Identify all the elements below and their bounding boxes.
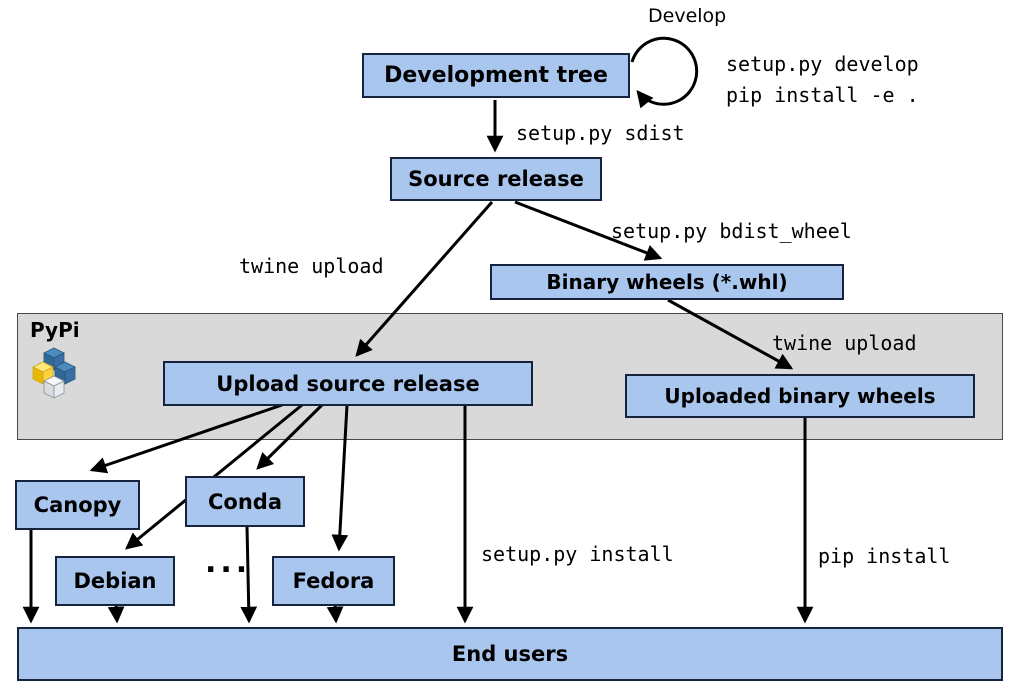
label-setup-develop: setup.py develop bbox=[726, 52, 919, 76]
node-canopy: Canopy bbox=[15, 480, 140, 530]
label-pip-install: pip install bbox=[818, 544, 951, 568]
arrow-fedora-to-endusers bbox=[326, 604, 344, 624]
label-twine-upload-wheels: twine upload bbox=[772, 331, 917, 355]
arrow-upload-to-fedora bbox=[331, 404, 349, 552]
node-source-release: Source release bbox=[390, 157, 602, 201]
arrow-wheels-to-uploaded bbox=[667, 298, 794, 370]
node-upload-source-release: Upload source release bbox=[163, 361, 533, 406]
node-end-users: End users bbox=[17, 627, 1003, 681]
arrow-upload-to-canopy bbox=[89, 403, 283, 474]
label-ellipsis: ... bbox=[205, 545, 252, 580]
node-binary-wheels: Binary wheels (*.whl) bbox=[490, 264, 844, 300]
arrow-develop-loop bbox=[630, 36, 699, 109]
node-development-tree: Development tree bbox=[362, 53, 630, 98]
node-uploaded-binary-wheels: Uploaded binary wheels bbox=[625, 374, 975, 418]
node-conda: Conda bbox=[185, 476, 305, 527]
label-develop: Develop bbox=[648, 5, 727, 27]
arrow-upload-to-conda bbox=[256, 403, 324, 470]
label-pypi: PyPi bbox=[30, 318, 80, 342]
arrow-source-to-wheels bbox=[514, 200, 663, 261]
node-debian: Debian bbox=[55, 556, 175, 606]
label-sdist: setup.py sdist bbox=[516, 121, 685, 145]
node-fedora: Fedora bbox=[272, 556, 395, 606]
arrow-source-to-upload bbox=[355, 201, 494, 357]
arrow-conda-to-endusers bbox=[240, 525, 258, 624]
label-twine-upload-source: twine upload bbox=[239, 254, 384, 278]
label-setup-install: setup.py install bbox=[481, 542, 674, 566]
pypi-logo-icon bbox=[32, 347, 76, 399]
arrow-debian-to-endusers bbox=[107, 604, 125, 624]
label-bdist-wheel: setup.py bdist_wheel bbox=[611, 219, 852, 243]
label-pip-install-e: pip install -e . bbox=[726, 83, 919, 107]
